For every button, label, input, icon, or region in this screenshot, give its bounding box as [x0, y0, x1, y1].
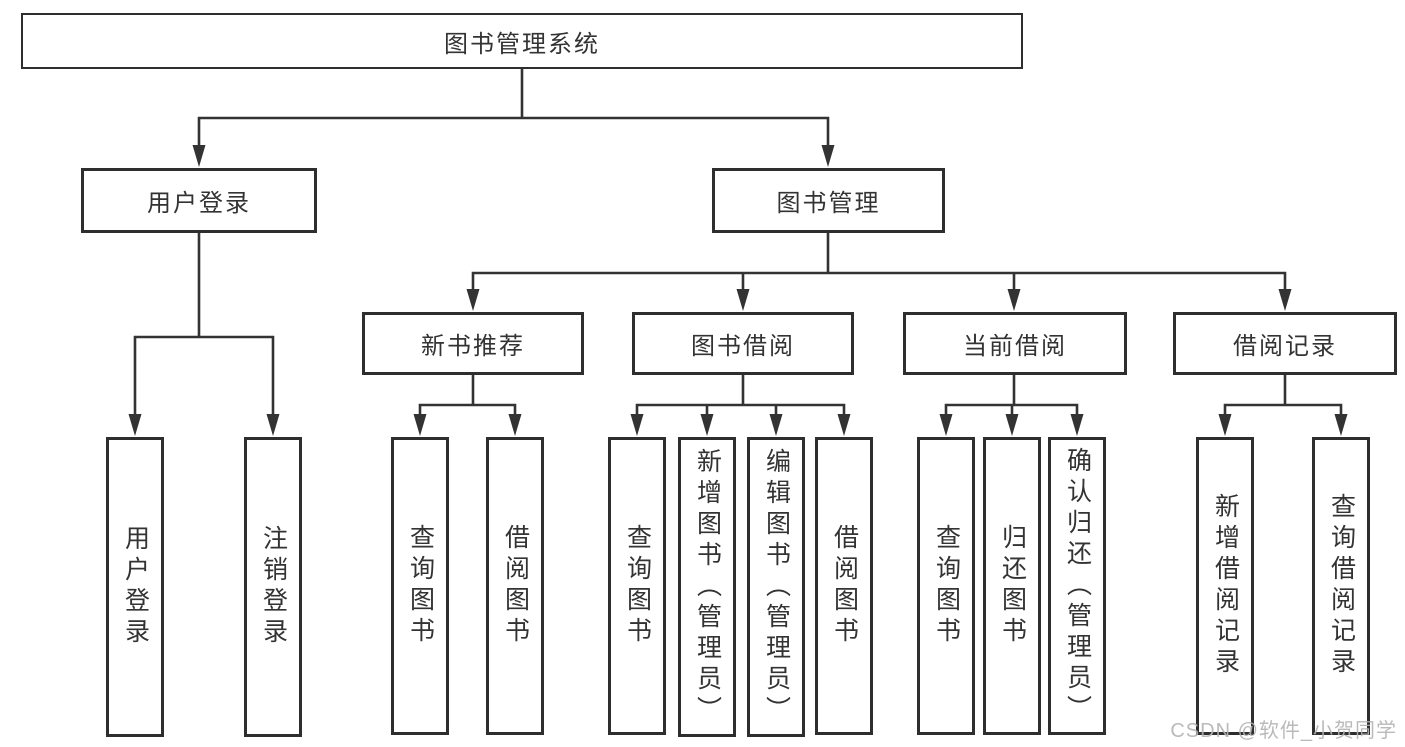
watermark: CSDN @软件_小贺同学: [1170, 720, 1397, 742]
node-current-borrow: 当前借阅: [903, 312, 1127, 375]
connector-current-borrow: [944, 373, 1079, 422]
leaf-query-books-current: 查询图书: [917, 437, 975, 735]
leaf-confirm-return-admin: 确认归还（管理员）: [1048, 437, 1106, 735]
leaf-user-login: 用户登录: [106, 437, 164, 737]
node-library-management-system: 图书管理系统: [21, 13, 1023, 69]
node-label: 当前借阅: [963, 333, 1067, 360]
leaf-add-borrow-record: 新增借阅记录: [1196, 437, 1254, 735]
node-label: 用户登录: [121, 525, 150, 649]
arrowhead-icons: [128, 145, 1348, 436]
node-label: 借阅图书: [501, 524, 530, 648]
node-label: 新增图书（管理员）: [693, 447, 722, 727]
leaf-add-book-admin: 新增图书（管理员）: [678, 437, 736, 737]
connector-borrow-records: [1223, 373, 1343, 422]
node-label: 图书借阅: [691, 333, 795, 360]
node-label: 查询图书: [623, 524, 652, 648]
leaf-edit-book-admin: 编辑图书（管理员）: [747, 437, 805, 737]
node-book-management: 图书管理: [712, 168, 945, 233]
node-label: 新增借阅记录: [1211, 493, 1240, 679]
leaf-query-books-recommend: 查询图书: [391, 437, 449, 735]
leaf-borrow-books-borrow: 借阅图书: [815, 437, 873, 735]
connector-new-book-recommend: [418, 373, 517, 422]
node-label: 用户登录: [147, 190, 251, 217]
leaf-query-books-borrow: 查询图书: [608, 437, 666, 735]
node-book-borrow: 图书借阅: [632, 312, 854, 375]
node-label: 查询图书: [932, 524, 961, 648]
node-label: 借阅图书: [830, 524, 859, 648]
connector-book-borrow: [635, 373, 846, 422]
node-label: 借阅记录: [1233, 333, 1337, 360]
leaf-logout: 注销登录: [244, 437, 302, 737]
node-label: 确认归还（管理员）: [1063, 446, 1092, 726]
connector-root: [197, 67, 830, 152]
node-label: 归还图书: [998, 524, 1027, 648]
node-label: 图书管理系统: [444, 30, 600, 58]
node-label: 新书推荐: [421, 333, 525, 360]
node-label: 查询借阅记录: [1327, 493, 1356, 679]
node-user-login: 用户登录: [81, 168, 317, 233]
node-label: 注销登录: [259, 525, 288, 649]
node-label: 图书管理: [776, 190, 881, 217]
node-label: 编辑图书（管理员）: [762, 447, 791, 727]
connector-user-login: [133, 231, 275, 422]
node-label: 查询图书: [406, 524, 435, 648]
leaf-query-borrow-record: 查询借阅记录: [1312, 437, 1370, 735]
leaf-return-book: 归还图书: [983, 437, 1041, 735]
connector-book-management: [471, 231, 1287, 296]
leaf-borrow-books-recommend: 借阅图书: [486, 437, 544, 735]
node-new-book-recommend: 新书推荐: [362, 312, 584, 375]
node-borrow-records: 借阅记录: [1173, 312, 1397, 375]
